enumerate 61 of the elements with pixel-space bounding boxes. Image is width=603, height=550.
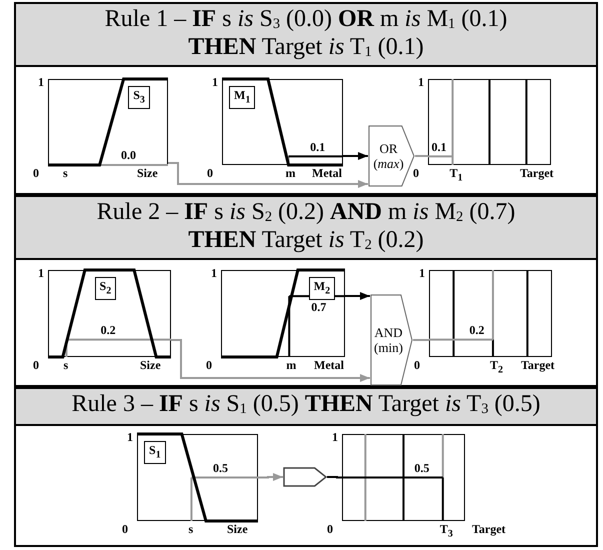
set-label: S$_{1}$ xyxy=(144,441,166,464)
connector-line xyxy=(413,339,429,341)
axis-title: Metal xyxy=(312,167,342,180)
value-label: 0.7 xyxy=(311,301,326,314)
axis-title: Size xyxy=(227,523,248,536)
connector-line xyxy=(327,476,342,478)
arrow xyxy=(258,473,283,481)
rule-panel xyxy=(14,195,598,387)
value-label: 0.2 xyxy=(469,324,484,337)
axis-tick-label: 1 xyxy=(418,76,424,89)
axis-title: Target xyxy=(472,523,506,536)
input-label: T$_{3}$ xyxy=(440,523,453,540)
value-label: 0.5 xyxy=(414,462,430,475)
rule-panel xyxy=(14,2,598,195)
axis-tick-label: 1 xyxy=(38,267,44,280)
value-label: 0.5 xyxy=(213,462,228,475)
arrow xyxy=(171,339,370,382)
rule-panel xyxy=(14,387,598,547)
axis-tick-label: 1 xyxy=(332,431,338,444)
axis-tick-label: 0 xyxy=(122,523,128,536)
axis-tick-label: 1 xyxy=(127,431,133,444)
axis-tick-label: 1 xyxy=(211,267,217,280)
connector-line xyxy=(415,155,428,157)
arrow xyxy=(345,292,370,300)
input-label: T$_{1}$ xyxy=(450,167,463,184)
arrow xyxy=(168,162,368,188)
input-label: s xyxy=(188,523,194,536)
input-label: s xyxy=(63,359,68,372)
axis-tick-label: 0 xyxy=(413,167,419,180)
value-label: 0.1 xyxy=(310,140,326,154)
operator-label: AND (min) xyxy=(373,325,404,355)
axis-tick-label: 0 xyxy=(33,359,39,372)
axis-tick-label: 1 xyxy=(419,267,425,280)
axis-title: Metal xyxy=(314,359,344,372)
value-label: 0.2 xyxy=(100,324,116,337)
axis-title: Target xyxy=(520,167,554,180)
set-label: M$_{1}$ xyxy=(229,86,256,110)
axis-tick-label: 0 xyxy=(414,359,420,372)
input-label: m xyxy=(286,359,296,372)
axis-title: Size xyxy=(137,167,158,180)
arrow xyxy=(343,152,368,160)
operator-label: OR (max) xyxy=(372,141,405,171)
set-label: M$_{2}$ xyxy=(308,277,336,300)
value-label: 0.1 xyxy=(431,140,446,154)
rule-heading: Rule 2 – IF s is S$_{2}$ (0.2) AND m is M$_{2}$ (0.7) THEN Target is T$_{2}$ (0.2) xyxy=(16,197,596,260)
set-label: S$_{2}$ xyxy=(94,277,116,300)
axis-tick-label: 1 xyxy=(212,76,218,89)
rule-heading: Rule 3 – IF s is S$_{1}$ (0.5) THEN Target is T$_{3}$ (0.5) xyxy=(16,389,596,426)
rule-heading: Rule 1 – IF s is S$_{3}$ (0.0) OR m is M$_{1}$ (0.1) THEN Target is T$_{1}$ (0.1) xyxy=(16,4,596,67)
input-label: s xyxy=(63,167,68,180)
axis-title: Size xyxy=(140,359,161,372)
axis-tick-label: 0 xyxy=(206,359,212,372)
axis-tick-label: 0 xyxy=(207,167,213,180)
axis-tick-label: 1 xyxy=(38,76,44,89)
input-label: m xyxy=(286,167,296,180)
axis-title: Target xyxy=(521,359,555,372)
input-label: T$_{2}$ xyxy=(490,359,503,376)
set-label: S$_{3}$ xyxy=(128,86,150,110)
axis-tick-label: 0 xyxy=(33,167,39,180)
value-label: 0.0 xyxy=(121,149,136,162)
axis-tick-label: 0 xyxy=(327,523,333,536)
